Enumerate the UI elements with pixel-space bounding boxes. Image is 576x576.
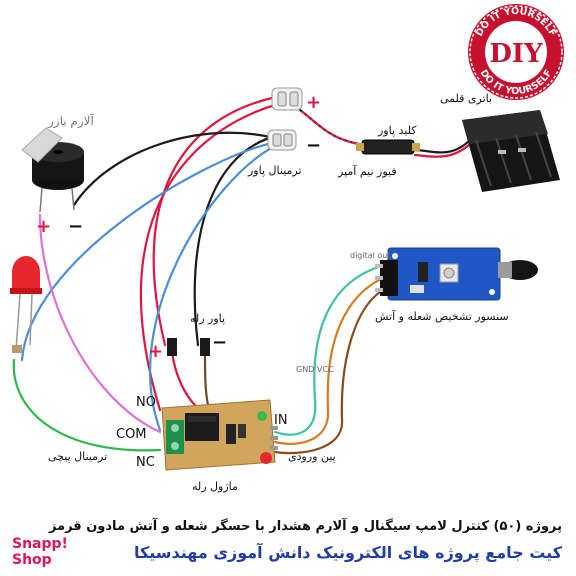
power-terminal xyxy=(267,87,303,151)
fuse-label: فیوز نیم آمپر xyxy=(337,164,397,178)
wire-black-buzzer xyxy=(72,131,277,207)
relay-module xyxy=(161,399,278,471)
relay-no-terminal: NO xyxy=(136,395,156,410)
wire-green-led xyxy=(12,358,162,452)
flame-sensor xyxy=(375,247,538,301)
flame-sensor-label: سنسور تشخیص شعله و آتش xyxy=(375,309,509,323)
wire-black-relay-power xyxy=(193,133,282,347)
snappshop-logo: Snapp! Shop xyxy=(12,536,68,568)
wire-sensor-gnd xyxy=(273,275,387,445)
shop-logo-a: Snapp! xyxy=(12,536,68,552)
relay-power-plus: + xyxy=(148,341,163,362)
footer-project-title: پروژه (۵۰) کنترل لامپ سیگنال و آلارم هشد… xyxy=(48,517,562,534)
wire-twisted-b xyxy=(298,108,367,147)
wire-blue-com xyxy=(20,141,274,362)
relay-module-label: ماژول رله xyxy=(192,480,238,493)
buzzer-plus: + xyxy=(36,216,51,237)
power-switch-label: کلید پاور xyxy=(377,124,417,137)
power-terminal-plus: + xyxy=(306,92,321,113)
input-pins-label: پین ورودی xyxy=(288,450,336,463)
relay-power-label: پاور رله xyxy=(190,312,225,325)
relay-power-connectors xyxy=(167,338,210,356)
gnd-vcc-label: GND VCC xyxy=(296,365,334,374)
wire-red-no xyxy=(139,98,300,412)
wires xyxy=(12,96,472,455)
diy-logo: DIY DO IT YOURSELF DO IT YOURSELF xyxy=(468,4,564,100)
wire-battery-red xyxy=(413,142,472,158)
footer-kit-title: کیت جامع پروژه های الکترونیک دانش آموزی … xyxy=(134,542,563,563)
relay-power-minus: − xyxy=(212,332,227,353)
red-led xyxy=(10,256,42,353)
screw-terminal-label: ترمینال پیچی xyxy=(48,450,107,463)
battery-label: باتری قلمی xyxy=(440,92,492,105)
relay-com-terminal: COM xyxy=(116,427,147,442)
buzzer-label: آلارم بازر xyxy=(47,113,94,129)
wire-relay-vcc xyxy=(170,350,197,407)
battery-holder xyxy=(462,110,560,192)
wire-pink-buzzer xyxy=(38,213,162,434)
shop-logo-b: Shop xyxy=(12,552,52,568)
wire-blue-com-2 xyxy=(149,144,277,432)
wire-red-relay-power xyxy=(152,96,274,347)
wire-sensor-vcc xyxy=(273,287,387,455)
relay-in-pin: IN xyxy=(274,413,288,428)
power-terminal-label: ترمینال پاور xyxy=(247,164,302,177)
power-terminal-minus: − xyxy=(306,135,321,156)
buzzer xyxy=(21,127,84,213)
wire-relay-gnd xyxy=(203,350,210,407)
wire-sensor-digital xyxy=(273,263,387,436)
digital-out-label: digital out xyxy=(350,251,391,260)
fuse-switch xyxy=(356,139,420,155)
logo-center-text: DIY xyxy=(489,39,543,69)
buzzer-minus: − xyxy=(68,216,83,237)
relay-nc-terminal: NC xyxy=(136,455,155,470)
